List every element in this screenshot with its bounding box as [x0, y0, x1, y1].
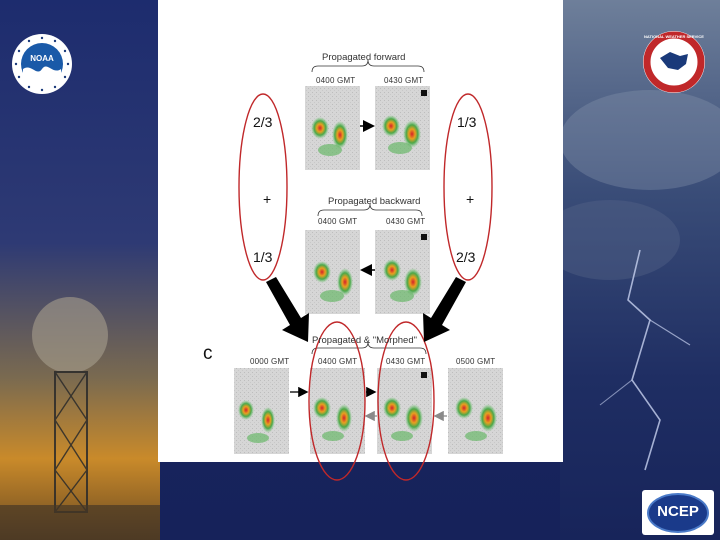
plus-left: + — [263, 191, 272, 207]
ellipse-left-weights — [238, 93, 288, 281]
brace-forward — [311, 59, 425, 73]
caption-backward: Propagated backward — [328, 196, 421, 207]
nws-wordmark: NATIONAL WEATHER SERVICE — [644, 34, 704, 39]
plus-right: + — [466, 191, 475, 207]
frame-bottom-0500 — [448, 368, 503, 454]
nws-logo: NATIONAL WEATHER SERVICE — [643, 31, 705, 93]
radar-tower — [0, 297, 160, 540]
frame-bottom-0000 — [234, 368, 289, 454]
frame-backward-0430 — [375, 230, 430, 314]
time-backward-left: 0400 GMT — [318, 217, 358, 226]
noaa-logo: NOAA — [12, 34, 72, 94]
frame-bottom-0400 — [310, 368, 365, 454]
time-bottom-0500: 0500 GMT — [456, 357, 496, 366]
ellipse-bottom-0400 — [308, 321, 366, 481]
panel-letter: c — [203, 343, 213, 364]
time-backward-right: 0430 GMT — [386, 217, 426, 226]
frame-forward-0430 — [375, 86, 430, 170]
ncep-logo: NCEP — [642, 490, 714, 535]
frame-backward-0400 — [305, 230, 360, 314]
weight-left-top: 2/3 — [253, 114, 273, 130]
caption-forward: Propagated forward — [322, 52, 406, 63]
big-arrow-right — [423, 277, 466, 342]
time-bottom-0000: 0000 GMT — [250, 357, 290, 366]
time-forward-right: 0430 GMT — [384, 76, 424, 85]
noaa-wordmark: NOAA — [30, 54, 54, 63]
ellipse-bottom-0430 — [377, 321, 435, 481]
frame-bottom-0430 — [377, 368, 432, 454]
time-bottom-0400: 0400 GMT — [318, 357, 358, 366]
lightning-bolt — [627, 249, 661, 471]
ncep-wordmark: NCEP — [657, 503, 699, 520]
time-bottom-0430: 0430 GMT — [386, 357, 426, 366]
brace-backward — [317, 203, 423, 217]
caption-morphed: Propagated & "Morphed" — [312, 335, 417, 346]
time-forward-left: 0400 GMT — [316, 76, 356, 85]
ellipse-right-weights — [443, 93, 493, 281]
weight-right-top: 1/3 — [457, 114, 477, 130]
weight-right-bottom: 2/3 — [456, 249, 476, 265]
weight-left-bottom: 1/3 — [253, 249, 273, 265]
frame-forward-0400 — [305, 86, 360, 170]
big-arrow-left — [266, 277, 309, 342]
